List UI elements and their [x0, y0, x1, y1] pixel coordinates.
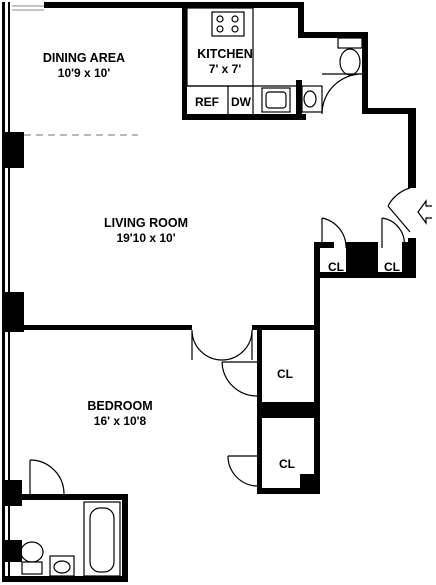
kitchen-label: KITCHEN	[197, 47, 253, 61]
bathroom-bottom	[20, 459, 126, 577]
columns	[4, 132, 24, 562]
ref-label: REF	[195, 95, 219, 109]
bedroom-label: BEDROOM	[87, 399, 152, 413]
bathroom-top	[301, 37, 363, 115]
window-lines	[12, 5, 44, 11]
kitchen-walls	[182, 7, 306, 120]
living-room-label: LIVING ROOM	[104, 216, 188, 230]
sink-icon	[49, 555, 75, 577]
closet-label-entry-right: CL	[384, 260, 400, 274]
bathtub-icon	[83, 501, 121, 577]
stove-icon	[211, 11, 245, 37]
bedroom-closets	[221, 330, 320, 494]
dw-label: DW	[231, 95, 252, 109]
living-room-dimensions: 19'10 x 10'	[116, 231, 175, 245]
sink-icon	[301, 85, 323, 113]
dining-area-label: DINING AREA	[43, 51, 125, 65]
toilet-icon	[20, 541, 44, 575]
toilet-icon	[337, 37, 363, 76]
kitchen-dimensions: 7' x 7'	[209, 62, 242, 76]
dining-area-dimensions: 10'9 x 10'	[58, 66, 111, 80]
entry-arrow-icon	[417, 199, 432, 225]
closet-label-entry-left: CL	[328, 260, 344, 274]
entry-closets	[314, 217, 408, 278]
closet-label-bedroom-upper: CL	[277, 367, 293, 381]
bedroom-dimensions: 16' x 10'8	[94, 414, 147, 428]
sink-icon	[261, 87, 291, 113]
closet-label-bedroom-lower: CL	[279, 457, 295, 471]
bedroom-wall	[24, 325, 320, 361]
entry-door	[387, 187, 411, 233]
